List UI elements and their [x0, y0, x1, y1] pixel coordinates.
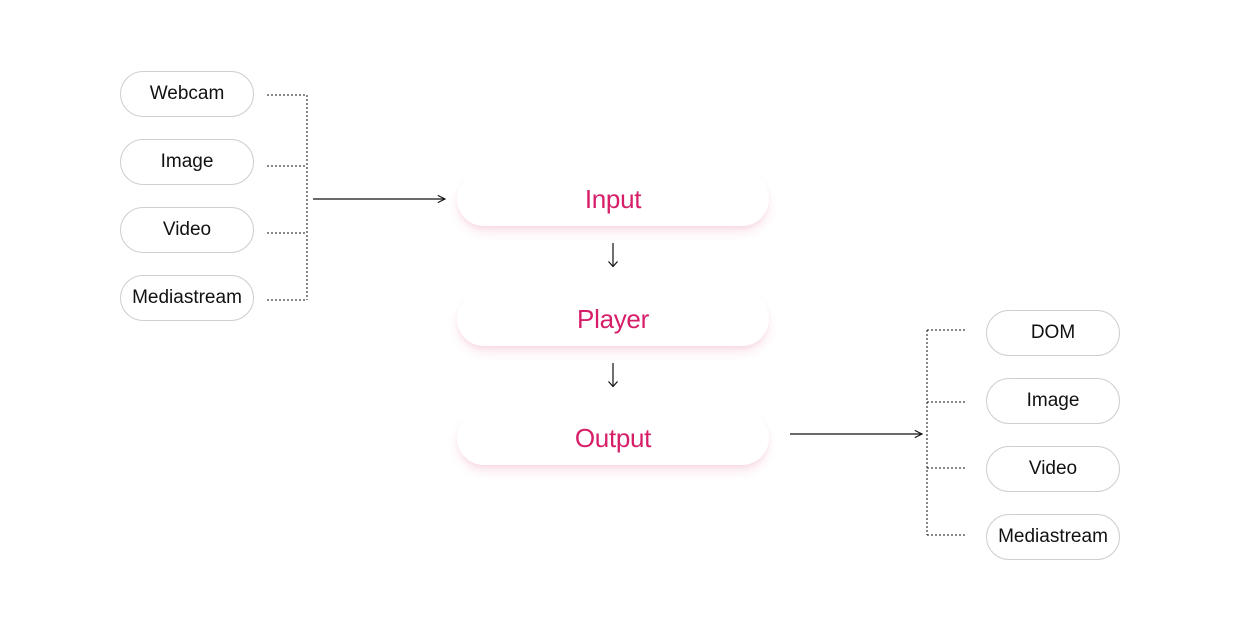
arrow-down-player-to-output — [608, 363, 618, 388]
stage-label: Player — [577, 303, 649, 334]
output-targets-bracket — [926, 329, 967, 536]
output-target-dom: DOM — [986, 310, 1120, 356]
output-target-label: DOM — [1030, 322, 1076, 343]
arrow-down-input-to-player — [608, 243, 618, 268]
input-source-video: Video — [120, 207, 254, 253]
stage-input: Input — [457, 172, 769, 226]
input-source-image: Image — [120, 139, 254, 185]
output-target-mediastream: Mediastream — [986, 514, 1120, 560]
output-target-image: Image — [986, 378, 1120, 424]
input-source-label: Webcam — [149, 83, 225, 104]
stage-label: Input — [584, 183, 642, 214]
output-target-label: Mediastream — [998, 526, 1108, 547]
output-target-video: Video — [986, 446, 1120, 492]
stage-label: Output — [574, 422, 652, 453]
input-source-mediastream: Mediastream — [120, 275, 254, 321]
input-source-label: Image — [160, 151, 214, 172]
input-sources-bracket — [267, 94, 308, 301]
input-source-webcam: Webcam — [120, 71, 254, 117]
input-source-label: Video — [162, 219, 212, 240]
output-target-label: Image — [1026, 390, 1080, 411]
input-source-label: Mediastream — [132, 287, 242, 308]
output-target-label: Video — [1028, 458, 1078, 479]
stage-player: Player — [457, 292, 769, 346]
stage-output: Output — [457, 411, 769, 465]
